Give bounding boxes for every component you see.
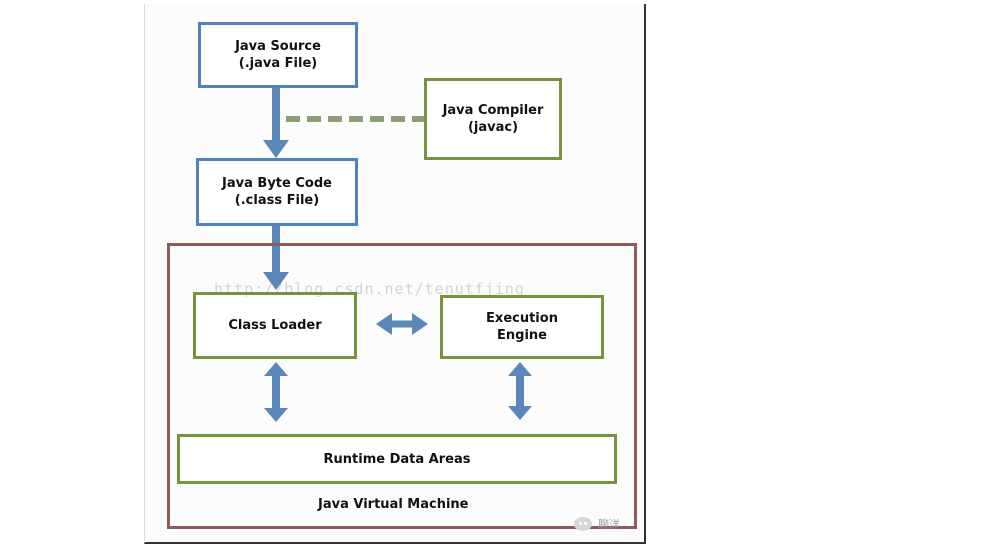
- engine-runtime-double-arrow: [508, 362, 532, 420]
- java-byte-code-node: Java Byte Code (.class File): [196, 158, 358, 226]
- brand-text: 聊洋: [598, 518, 620, 531]
- bytecode-to-loader-arrowhead: [263, 272, 289, 290]
- java-compiler-node: Java Compiler (javac): [424, 78, 562, 160]
- loader-runtime-double-arrow: [264, 362, 288, 422]
- class-loader-node: Class Loader: [193, 292, 357, 359]
- jvm-label: Java Virtual Machine: [318, 497, 469, 512]
- runtime-data-areas-node: Runtime Data Areas: [177, 434, 617, 484]
- execution-engine-node: Execution Engine: [440, 295, 604, 359]
- brand-watermark: 聊洋: [574, 516, 620, 532]
- wechat-logo-icon: [574, 517, 592, 531]
- jvm-container: [167, 243, 637, 529]
- watermark: http://blog.csdn.net/tenutfjing: [214, 280, 525, 298]
- java-source-node: Java Source (.java File): [198, 22, 358, 88]
- source-to-bytecode-arrowhead: [263, 140, 289, 158]
- loader-engine-double-arrow: [376, 313, 428, 335]
